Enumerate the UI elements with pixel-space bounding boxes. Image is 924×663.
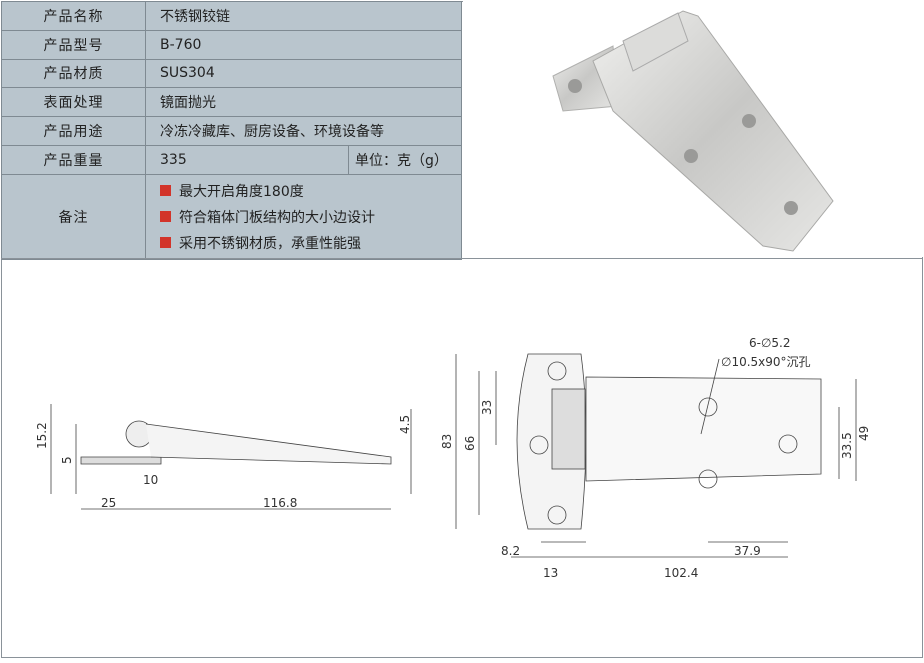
side-view: 15.2 5 25 10 116.8 4.5 [35, 404, 412, 510]
row-label: 产品重量 [1, 144, 146, 175]
notes-label: 备注 [1, 173, 146, 260]
table-row: 表面处理镜面抛光 [1, 87, 462, 118]
hole-note: ∅10.5x90°沉孔 [721, 355, 811, 369]
note-item: 最大开启角度180度 [160, 178, 447, 204]
row-value: 335 [145, 144, 349, 175]
drawing-canvas: 15.2 5 25 10 116.8 4.5 83 66 33 8.2 13 1… [35, 336, 871, 580]
dim-label: 5 [60, 456, 74, 464]
dim-label: 49 [857, 426, 871, 441]
bullet-icon [160, 185, 171, 197]
notes-row: 备注 最大开启角度180度 符合箱体门板结构的大小边设计 采用不锈钢材质，承重性… [1, 173, 462, 260]
dim-label: 33 [480, 400, 494, 415]
note-text: 符合箱体门板结构的大小边设计 [179, 209, 375, 226]
dim-label: 83 [440, 434, 454, 449]
dim-label: 33.5 [840, 432, 854, 459]
note-item: 符合箱体门板结构的大小边设计 [160, 204, 447, 230]
row-value: 冷冻冷藏库、厨房设备、环境设备等 [145, 116, 462, 146]
hole-note: 6-∅5.2 [749, 336, 791, 350]
note-text: 采用不锈钢材质，承重性能强 [179, 235, 361, 252]
dim-label: 25 [101, 496, 116, 510]
top-view: 83 66 33 8.2 13 102.4 37.9 33.5 49 6-∅5.… [440, 336, 871, 580]
note-text: 最大开启角度180度 [179, 183, 304, 200]
dim-label: 8.2 [501, 544, 520, 558]
dim-label: 13 [543, 566, 558, 580]
row-label: 产品名称 [1, 1, 146, 31]
table-row: 产品名称不锈钢铰链 [1, 1, 462, 31]
table-row: 产品用途冷冻冷藏库、厨房设备、环境设备等 [1, 116, 462, 146]
row-value: 镜面抛光 [145, 87, 462, 118]
dim-label: 37.9 [734, 544, 761, 558]
dim-label: 102.4 [664, 566, 698, 580]
row-value: SUS304 [145, 58, 462, 89]
dim-label: 66 [463, 436, 477, 451]
weight-unit: 单位：克（g） [348, 144, 462, 175]
row-label: 产品材质 [1, 58, 146, 89]
row-label: 表面处理 [1, 87, 146, 118]
bullet-icon [160, 211, 171, 223]
dim-label: 10 [143, 473, 158, 487]
dim-label: 15.2 [35, 422, 49, 449]
bullet-icon [160, 237, 171, 249]
hinge-photo-image [552, 10, 834, 252]
row-value: 不锈钢铰链 [145, 1, 462, 31]
row-label: 产品用途 [1, 116, 146, 146]
dim-label: 4.5 [398, 415, 412, 434]
dim-label: 116.8 [263, 496, 297, 510]
technical-drawing: 15.2 5 25 10 116.8 4.5 83 66 33 8.2 13 1… [1, 258, 923, 658]
note-item: 采用不锈钢材质，承重性能强 [160, 230, 447, 256]
row-value: B-760 [145, 29, 462, 60]
product-photo [463, 1, 923, 257]
row-label: 产品型号 [1, 29, 146, 60]
